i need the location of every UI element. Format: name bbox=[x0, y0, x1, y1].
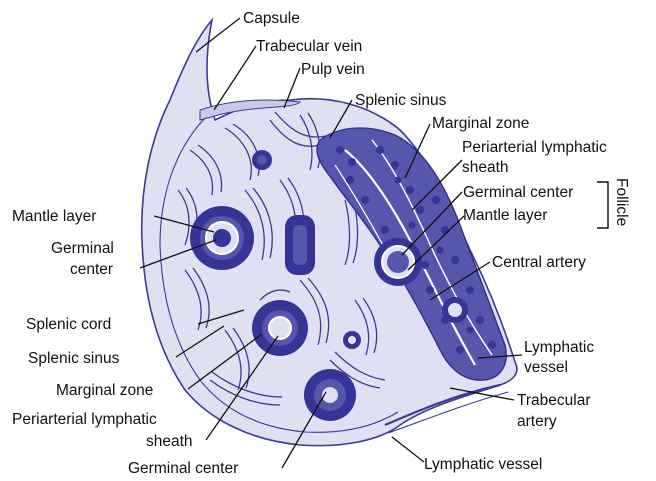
label-lymphatic-vessel-right-line1: Lymphatic bbox=[524, 339, 594, 356]
label-lymphatic-vessel-right-line2: vessel bbox=[524, 359, 568, 376]
label-splenic-sinus-top: Splenic sinus bbox=[355, 92, 447, 109]
label-lymphatic-vessel-bottom: Lymphatic vessel bbox=[424, 456, 542, 473]
label-trabecular-artery-line2: artery bbox=[517, 413, 557, 430]
label-pals-left-line1: Periarterial lymphatic bbox=[12, 411, 157, 428]
label-pals-left-line2: sheath bbox=[146, 433, 193, 450]
label-germinal-center-left-line1: Germinal bbox=[51, 240, 114, 257]
label-mantle-layer-right: Mantle layer bbox=[463, 207, 547, 224]
label-mantle-layer-left: Mantle layer bbox=[12, 208, 96, 225]
follicle-left bbox=[190, 206, 254, 270]
white-pulp-cluster-mid bbox=[285, 215, 315, 275]
label-germinal-center-left-line2: center bbox=[70, 261, 113, 278]
label-central-artery: Central artery bbox=[492, 254, 586, 271]
white-pulp-dot-center bbox=[343, 331, 361, 349]
follicle-lower-left bbox=[252, 300, 308, 356]
label-splenic-sinus-left: Splenic sinus bbox=[28, 350, 120, 367]
label-marginal-zone-left: Marginal zone bbox=[56, 382, 153, 399]
label-follicle: Follicle bbox=[613, 178, 630, 226]
label-splenic-cord: Splenic cord bbox=[26, 316, 111, 333]
label-capsule: Capsule bbox=[243, 10, 300, 27]
follicle-small-right bbox=[442, 297, 468, 323]
follicle-bottom bbox=[304, 369, 356, 421]
label-trabecular-artery-line1: Trabecular bbox=[517, 392, 591, 409]
label-germinal-center-bottom: Germinal center bbox=[128, 460, 238, 477]
label-germinal-center-right: Germinal center bbox=[463, 184, 573, 201]
white-pulp-dot-top bbox=[252, 150, 272, 170]
follicle-right bbox=[374, 238, 422, 286]
label-pulp-vein: Pulp vein bbox=[301, 61, 365, 78]
label-trabecular-vein: Trabecular vein bbox=[256, 38, 362, 55]
follicle-bracket bbox=[597, 182, 608, 228]
label-pals-right-line2: sheath bbox=[462, 159, 509, 176]
label-pals-right-line1: Periarterial lymphatic bbox=[462, 139, 607, 156]
label-marginal-zone-right: Marginal zone bbox=[432, 115, 529, 132]
